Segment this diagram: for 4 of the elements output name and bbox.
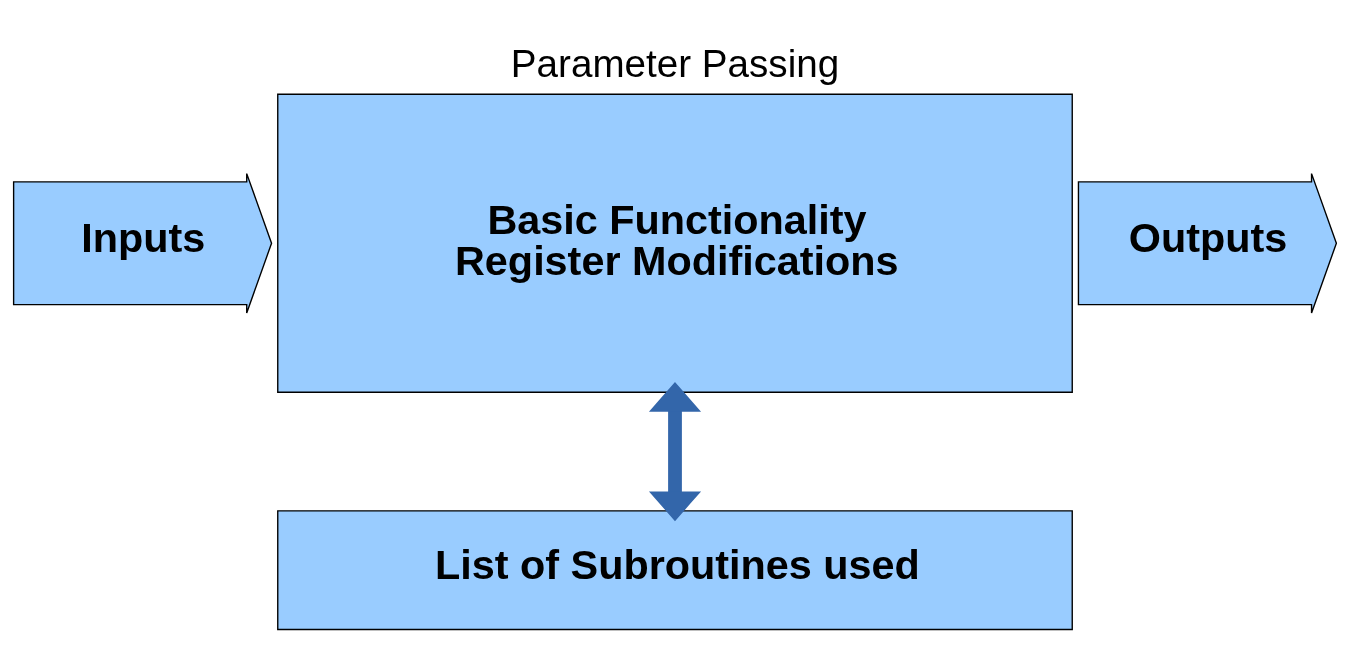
arrow: [648, 381, 702, 521]
node-box: List of Subroutines used: [277, 509, 1073, 630]
diagram-title: Parameter Passing: [510, 41, 840, 85]
node-box: Basic Functionality Register Modifications: [277, 93, 1073, 393]
